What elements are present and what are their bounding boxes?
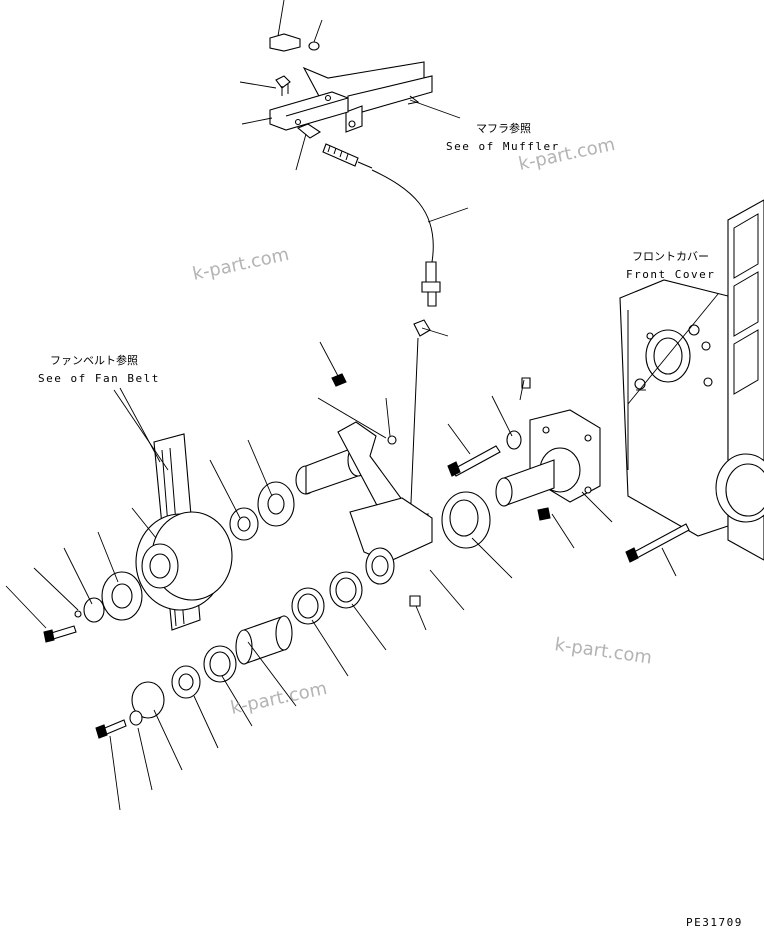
front-cover-label-en: Front Cover (626, 268, 715, 281)
idler-housing-assembly (441, 377, 690, 563)
watermark: k-part.com (553, 634, 653, 668)
callout-fan-belt: ファンベルト参照 See of Fan Belt (38, 353, 160, 385)
fan-belt-label-en: See of Fan Belt (38, 372, 160, 385)
bearing-set (95, 571, 363, 739)
leader-lines (5, 0, 719, 811)
front-cover (619, 199, 764, 561)
callout-front-cover: フロントカバー Front Cover (626, 250, 715, 281)
pulley-assembly (43, 433, 295, 643)
muffler-bracket-assembly (269, 33, 441, 527)
drawing-code: PE31709 (686, 916, 743, 929)
idler-arm-assembly (295, 373, 433, 607)
front-cover-label-jp: フロントカバー (632, 250, 709, 263)
muffler-label-jp: マフラ参照 (476, 121, 531, 135)
fan-belt-label-jp: ファンベルト参照 (50, 353, 138, 367)
callout-muffler: マフラ参照 See of Muffler (446, 121, 560, 153)
watermark: k-part.com (191, 244, 291, 285)
muffler-label-en: See of Muffler (446, 140, 560, 153)
watermark: k-part.com (229, 678, 329, 719)
